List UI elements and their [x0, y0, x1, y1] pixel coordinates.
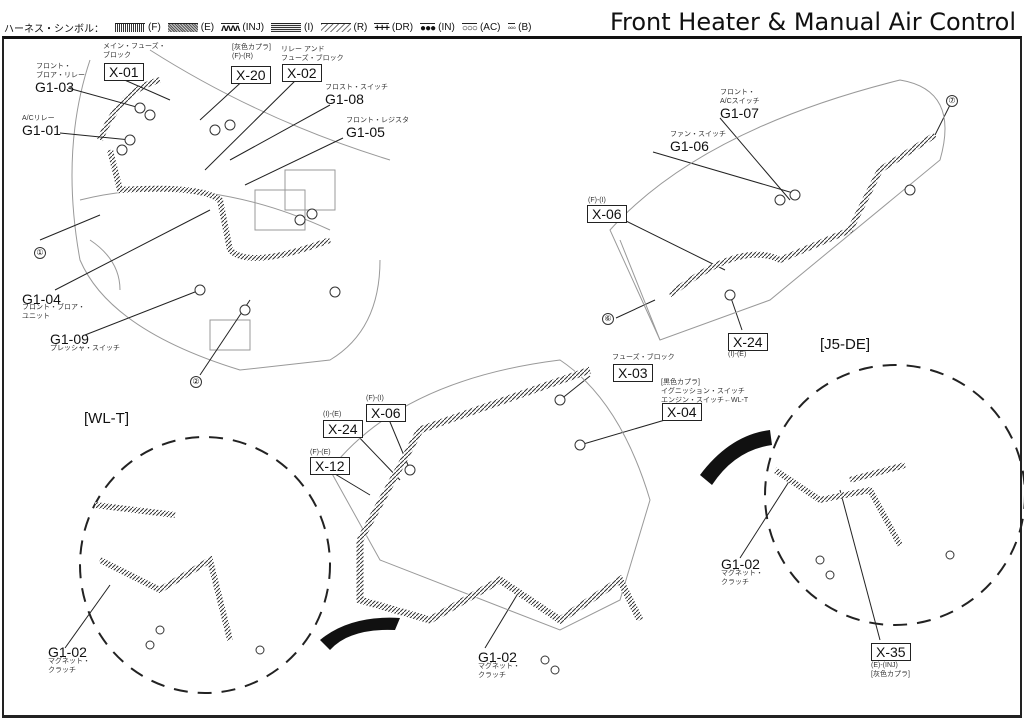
- legend-label: ハーネス・シンボル：: [4, 24, 104, 35]
- wlt-detail-circle: [79, 436, 331, 694]
- dash-harness: [668, 132, 937, 298]
- connector-label-x03[interactable]: X-03: [613, 364, 653, 382]
- component-label-g107[interactable]: G1-07: [720, 105, 759, 121]
- legend-code: (B): [518, 22, 532, 33]
- x24a-desc: (I)-(E): [728, 351, 747, 358]
- header: ハーネス・シンボル： (F) (E) ʌʌʌʌ(INJ) (I) (R) +++…: [0, 0, 1024, 36]
- g107-desc: フロント・ A/Cスイッチ: [720, 89, 760, 105]
- filled-dots-symbol-icon: ●●●: [420, 22, 436, 34]
- fine-mesh-symbol-icon: [115, 23, 145, 32]
- callout-2: ②: [190, 376, 202, 388]
- plus-symbol-icon: +++: [374, 22, 390, 34]
- x24b-desc: (I)-(E): [323, 411, 342, 418]
- g104-desc: フロント・ブロア・ ユニット: [22, 304, 85, 320]
- small-circles-symbol-icon: ◦◦◦: [507, 22, 516, 34]
- open-circles-symbol-icon: ○○○: [461, 22, 478, 34]
- g102b-desc: マグネット・ クラッチ: [478, 663, 520, 679]
- diagram-frame: [2, 36, 1022, 718]
- connector-label-x24-floor[interactable]: X-24: [323, 420, 363, 438]
- legend-code: (E): [200, 22, 215, 33]
- diagonal-hatch-symbol-icon: [320, 23, 351, 32]
- g106-desc: ファン・スイッチ: [670, 131, 726, 138]
- detail-arrow-right: [700, 430, 772, 485]
- g105-desc: フロント・レジスタ: [346, 117, 409, 124]
- component-label-g106[interactable]: G1-06: [670, 138, 709, 154]
- connector-label-x04[interactable]: X-04: [662, 403, 702, 421]
- leader-lines: [39, 75, 951, 649]
- connector-label-x02[interactable]: X-02: [282, 64, 322, 82]
- harness-symbol-legend: ハーネス・シンボル： (F) (E) ʌʌʌʌ(INJ) (I) (R) +++…: [4, 20, 532, 35]
- component-label-g102-wlt[interactable]: G1-02: [48, 644, 87, 660]
- connector-label-x12[interactable]: X-12: [310, 457, 350, 475]
- legend-code: (F): [148, 22, 161, 33]
- connector-label-x06-floor[interactable]: X-06: [366, 404, 406, 422]
- x04-desc: [黒色カプラ] イグニッション・スイッチ エンジン・スイッチ←WL-T: [661, 379, 749, 404]
- j5de-detail-circle: [764, 364, 1024, 626]
- legend-code: (IN): [438, 22, 455, 33]
- connectors: [116, 102, 955, 675]
- dashboard-drawing: [609, 79, 946, 341]
- connector-label-x24-dash[interactable]: X-24: [728, 333, 768, 351]
- g102c-desc: マグネット・ クラッチ: [721, 570, 763, 586]
- connector-label-x20[interactable]: X-20: [231, 66, 271, 84]
- x01-desc: メイン・フューズ・ ブロック: [103, 43, 166, 59]
- x06b-desc: (F)-(I): [366, 395, 384, 402]
- x06a-desc: (F)-(I): [588, 197, 606, 204]
- g103-desc: フロント・ ブロア・リレー: [36, 63, 85, 79]
- component-label-g108[interactable]: G1-08: [325, 91, 364, 107]
- x12-desc: (F)-(E): [310, 449, 331, 456]
- callout-7: ⑦: [946, 95, 958, 107]
- main-harness: [97, 77, 332, 261]
- floor-harness: [356, 366, 644, 625]
- legend-code: (DR): [391, 22, 414, 33]
- page-title: Front Heater & Manual Air Control: [609, 8, 1016, 36]
- component-label-g103[interactable]: G1-03: [35, 79, 74, 95]
- connector-label-x01[interactable]: X-01: [104, 63, 144, 81]
- coarse-mesh-symbol-icon: [167, 23, 198, 32]
- variant-label-j5de: [J5-DE]: [820, 336, 871, 353]
- connector-label-x06-dash[interactable]: X-06: [587, 205, 627, 223]
- callout-6: ⑥: [602, 313, 614, 325]
- g109-desc: プレッシャ・スイッチ: [50, 345, 120, 352]
- x03-desc: フューズ・ブロック: [612, 354, 675, 361]
- component-label-g104[interactable]: G1-04: [22, 291, 61, 307]
- connector-label-x35[interactable]: X-35: [871, 643, 911, 661]
- component-label-g101[interactable]: G1-01: [22, 122, 61, 138]
- component-label-g102-j5de[interactable]: G1-02: [721, 556, 760, 572]
- legend-code: (INJ): [242, 22, 265, 33]
- g101-desc: A/Cリレー: [22, 115, 55, 122]
- x35-desc: (E)-(INJ) [灰色カプラ]: [871, 662, 910, 678]
- x20-desc: [灰色カプラ] (F)-(R): [232, 44, 271, 60]
- legend-code: (I): [304, 22, 314, 33]
- callout-1: ①: [34, 247, 46, 259]
- x02-desc: リレー アンド フューズ・ブロック: [281, 46, 344, 62]
- legend-code: (R): [353, 22, 368, 33]
- component-label-g109[interactable]: G1-09: [50, 331, 89, 347]
- legend-code: (AC): [479, 22, 501, 33]
- g108-desc: フロスト・スイッチ: [325, 84, 388, 91]
- component-label-g102-center[interactable]: G1-02: [478, 649, 517, 665]
- variant-label-wlt: [WL-T]: [84, 410, 129, 427]
- g102a-desc: マグネット・ クラッチ: [48, 658, 90, 674]
- zigzag-symbol-icon: ʌʌʌʌ: [221, 22, 240, 34]
- component-label-g105[interactable]: G1-05: [346, 124, 385, 140]
- horizontal-lines-symbol-icon: [271, 23, 302, 32]
- detail-arrow-left: [320, 617, 400, 650]
